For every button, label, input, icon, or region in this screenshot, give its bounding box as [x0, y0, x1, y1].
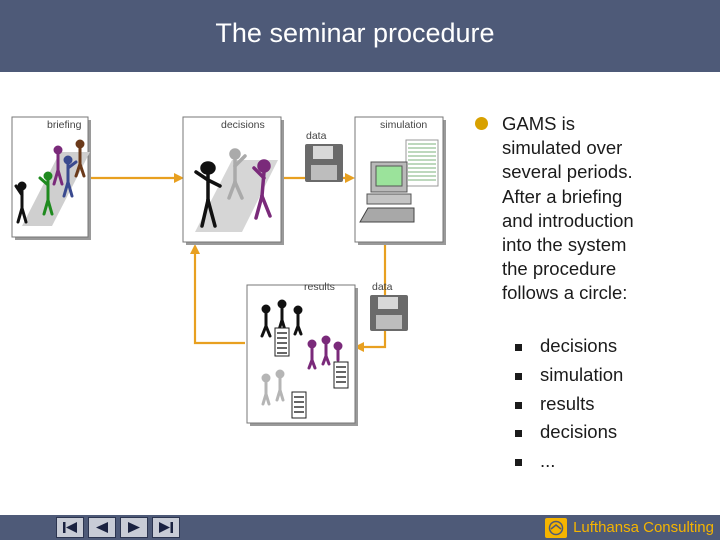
next-slide-icon: [128, 522, 140, 533]
header-bar: [0, 0, 720, 72]
step-label: results: [540, 392, 595, 414]
arrowhead-to-decisions-loop: [190, 244, 200, 254]
last-slide-button[interactable]: [152, 517, 180, 538]
description-line: simulated over: [502, 137, 623, 159]
step-label: decisions: [540, 335, 618, 356]
floppy-disk-icon-top: [305, 144, 343, 182]
description-line: several periods.: [502, 161, 633, 183]
label-simulation: simulation: [380, 119, 427, 131]
square-bullet-icon: [515, 459, 522, 467]
next-slide-button[interactable]: [120, 517, 148, 538]
card-briefing: [11, 116, 91, 240]
arrowhead-to-decisions: [174, 173, 184, 183]
description-paragraph: GAMS is simulated over several periods. …: [502, 112, 702, 306]
crane-logo-icon: [545, 517, 568, 538]
step-label: decisions: [540, 421, 618, 443]
first-slide-button[interactable]: [56, 517, 84, 538]
step-item: decisions: [515, 421, 623, 450]
card-decisions: [182, 116, 284, 245]
brand: Lufthansa Consulting: [545, 517, 714, 538]
arrowhead-to-simulation: [345, 173, 355, 183]
description-line: and introduction: [502, 209, 634, 231]
step-label: ...: [540, 450, 556, 472]
step-item: decisions: [515, 335, 623, 364]
brand-name: Lufthansa Consulting: [573, 519, 714, 536]
arrowhead-to-results: [354, 342, 364, 352]
card-results: [246, 284, 358, 426]
last-slide-icon: [159, 522, 173, 533]
card-simulation: [354, 116, 446, 245]
step-item: ...: [515, 450, 623, 479]
label-results: results: [304, 281, 335, 293]
procedure-steps-list: decisions simulation results decisions .…: [515, 335, 623, 479]
previous-slide-icon: [96, 522, 108, 533]
description-line: into the system: [502, 234, 627, 256]
previous-slide-button[interactable]: [88, 517, 116, 538]
first-slide-icon: [63, 522, 77, 533]
floppy-disk-icon-bottom: [370, 295, 408, 331]
page-title: The seminar procedure: [215, 18, 495, 48]
flow-line-results-decisions: [193, 252, 245, 345]
step-item: results: [515, 393, 623, 422]
label-data-bottom: data: [372, 281, 393, 293]
square-bullet-icon: [515, 372, 522, 380]
step-label: simulation: [540, 363, 624, 385]
description-line: GAMS is: [502, 113, 575, 134]
label-briefing: briefing: [47, 119, 82, 131]
square-bullet-icon: [515, 430, 522, 438]
description-line: the procedure: [502, 258, 617, 280]
square-bullet-icon: [515, 401, 522, 409]
step-item: simulation: [515, 364, 623, 393]
description-line: follows a circle:: [502, 282, 628, 304]
label-decisions: decisions: [221, 119, 265, 131]
square-bullet-icon: [515, 344, 522, 351]
label-data-top: data: [306, 130, 327, 142]
bullet-dot-icon: [475, 117, 488, 130]
flow-line-simulation-results: [362, 243, 387, 349]
description-line: After a briefing: [502, 185, 623, 207]
